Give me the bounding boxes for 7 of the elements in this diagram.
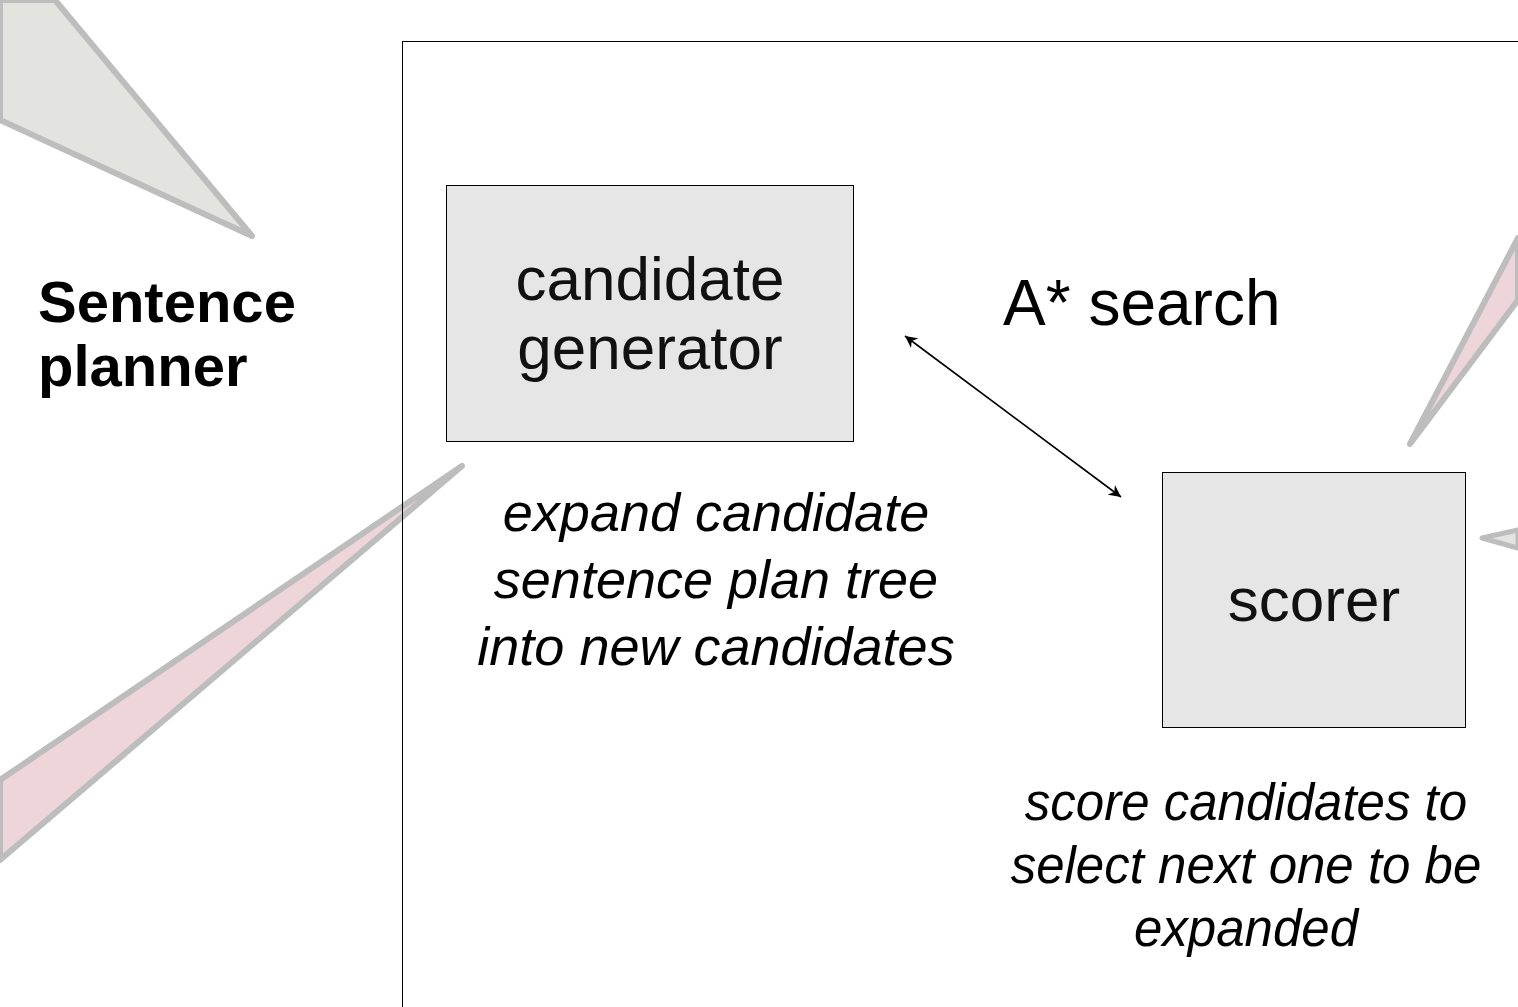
box-label: candidate generator xyxy=(514,245,786,382)
box-label: scorer xyxy=(1227,565,1401,635)
description-text: score candidates to select next one to be expanded xyxy=(1009,773,1483,960)
description-text: expand candidate sentence plan tree into new candidates xyxy=(476,481,956,678)
annotation-text: A* search xyxy=(1003,266,1281,340)
arrow xyxy=(904,335,1122,498)
panel-heading: Sentence planner xyxy=(38,270,297,398)
